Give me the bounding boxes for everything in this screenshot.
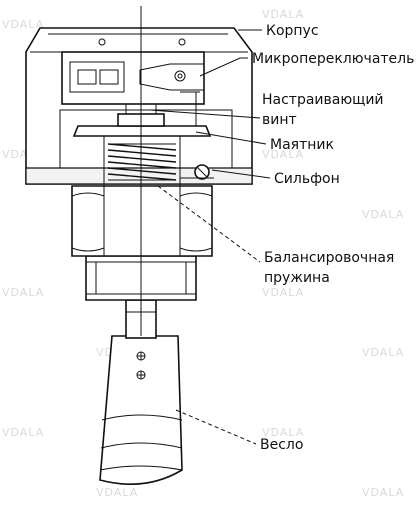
watermark: VDALA (96, 486, 138, 499)
watermark: VDALA (362, 208, 404, 221)
watermark: VDALA (362, 346, 404, 359)
bellows (180, 164, 214, 180)
label-paddle: Весло (260, 437, 303, 453)
label-balancing-spring-line2: пружина (264, 270, 330, 286)
watermark: VDALA (362, 486, 404, 499)
label-adjusting-screw-line2: винт (262, 112, 297, 128)
watermark: VDALA (262, 426, 304, 439)
watermark: VDALA (262, 8, 304, 21)
label-pendulum: Маятник (270, 137, 334, 153)
label-housing: Корпус (266, 23, 319, 39)
watermark: VDALA (262, 286, 304, 299)
watermark: VDALA (262, 148, 304, 161)
leader-lines (149, 29, 271, 445)
label-adjusting-screw-line1: Настраивающий (262, 92, 384, 108)
watermark: VDALA (2, 18, 44, 31)
label-balancing-spring-line1: Балансировочная (264, 250, 394, 266)
label-bellows: Сильфон (274, 171, 340, 187)
label-microswitch: Микропереключатель (252, 51, 414, 67)
labels: Корпус Микропереключатель Настраивающий … (252, 23, 414, 453)
paddle (99, 335, 183, 485)
watermark: VDALA (2, 286, 44, 299)
watermark: VDALA (2, 426, 44, 439)
microswitch (61, 38, 205, 105)
hex-body (71, 185, 213, 257)
balancing-spring (103, 135, 181, 187)
